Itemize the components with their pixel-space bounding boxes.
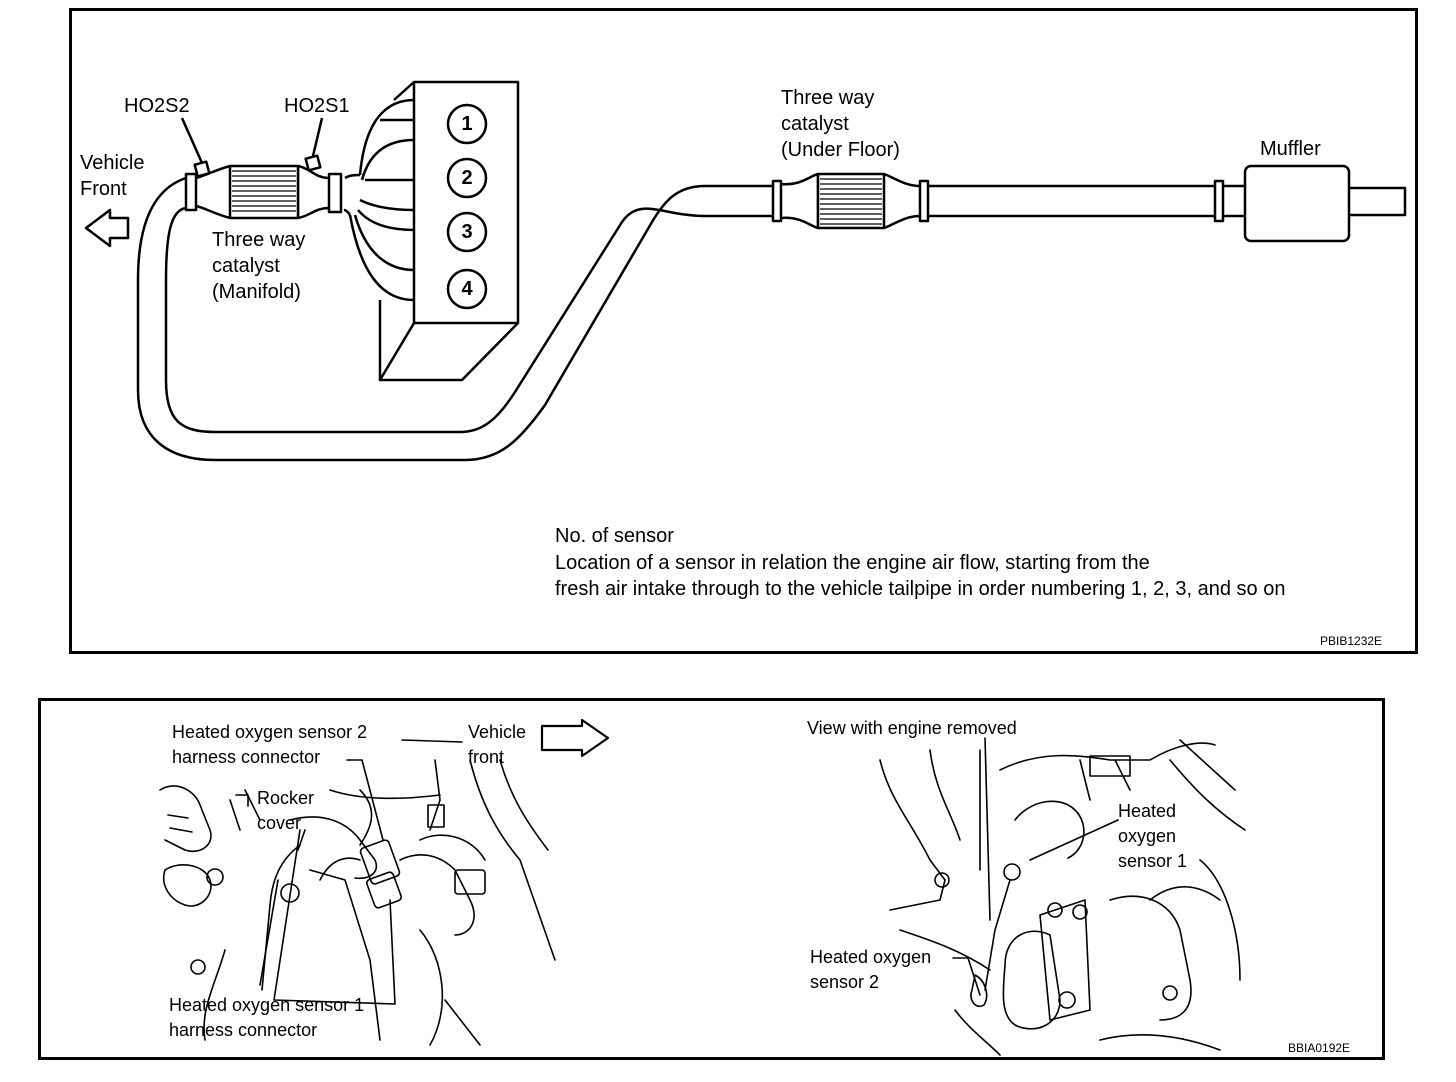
sensor-location-panel [38,698,1385,1060]
sensor-numbering-note: No. of sensor Location of a sensor in re… [555,523,1285,603]
hos2-label: Heated oxygen sensor 2 [810,945,931,995]
cylinder-4-circle [446,268,488,310]
vehicle-front-bottom-line-2: front [468,747,505,767]
manifold-catalyst-line-1: Three way [212,229,306,251]
ho2s2-sensor [193,160,211,178]
hos1-line-1: Heated [1118,801,1177,821]
exhaust-layout-drawing [84,80,1407,462]
vehicle-front-line-1: Vehicle [80,152,145,174]
cylinder-3-circle [446,211,488,253]
vehicle-front-line-2: Front [80,178,127,200]
hos1-connector-label: Heated oxygen sensor 1 harness connector [169,993,364,1043]
ho2s1-label: HO2S1 [284,95,350,117]
hos2-connector-line-2: harness connector [172,747,321,767]
underfloor-catalyst-line-3: (Under Floor) [781,139,900,161]
engine-removed-label: View with engine removed [807,718,1017,738]
vehicle-front-arrow-icon-bottom [540,718,610,758]
note-line-1: No. of sensor [555,525,674,547]
figure-code-bottom: BBIA0192E [1288,1041,1351,1055]
rear-pipe [928,184,1215,218]
note-line-3: fresh air intake through to the vehicle … [555,578,1286,600]
underfloor-catalyst-hatch [820,178,882,225]
cylinder-4-label: 4 [461,278,473,300]
note-line-2: Location of a sensor in relation the eng… [555,551,1150,574]
figure-code-top: PBIB1232E [1320,634,1383,648]
manifold-catalyst-hatch [232,170,296,212]
hos1-connector-line-1: Heated oxygen sensor 1 [169,995,365,1015]
exhaust-pipe [136,176,773,462]
underfloor-catalyst-line-1: Three way [781,87,875,109]
ho2s2-label: HO2S2 [124,95,190,117]
rocker-cover-label: Rocker cover [257,786,314,836]
ho2s1-sensor [304,154,322,172]
exhaust-manifold [343,98,415,302]
rocker-cover-line-1: Rocker [257,788,315,808]
vehicle-front-arrow-icon [84,208,130,248]
manifold-catalyst-line-3: (Manifold) [212,281,301,303]
hos1-line-2: oxygen [1118,826,1177,846]
cylinder-3-label: 3 [461,221,473,243]
muffler-label: Muffler [1260,138,1321,160]
tailpipe [1349,186,1407,217]
hos1-connector-line-2: harness connector [169,1020,318,1040]
hos2-line-2: sensor 2 [810,972,880,992]
hos1-line-3: sensor 1 [1118,851,1188,871]
hos2-connector-label: Heated oxygen sensor 2 harness connector [172,720,367,770]
engine-removed-sketch [879,739,1246,1056]
engine-block [378,80,520,382]
underfloor-catalyst-line-2: catalyst [781,113,849,135]
cylinder-1-label: 1 [461,113,473,135]
manifold-catalyst-label: Three way catalyst (Manifold) [212,227,305,305]
hos1-label: Heated oxygen sensor 1 [1118,799,1187,874]
manifold-catalyst-line-2: catalyst [212,255,280,277]
engine-bay-sketch [159,759,556,1046]
vehicle-front-label-bottom: Vehicle front [468,720,526,770]
cylinder-2-circle [446,157,488,199]
cylinder-2-label: 2 [461,167,473,189]
rocker-cover-line-2: cover [257,813,302,833]
vehicle-front-label: Vehicle Front [80,150,145,202]
underfloor-catalyst-label: Three way catalyst (Under Floor) [781,85,900,163]
hos2-connector-line-1: Heated oxygen sensor 2 [172,722,368,742]
muffler-body [1243,164,1351,243]
exhaust-layout-panel [69,8,1418,654]
hos2-line-1: Heated oxygen [810,947,932,967]
cylinder-1-circle [446,103,488,145]
manifold-catalyst [184,164,343,220]
vehicle-front-bottom-line-1: Vehicle [468,722,527,742]
